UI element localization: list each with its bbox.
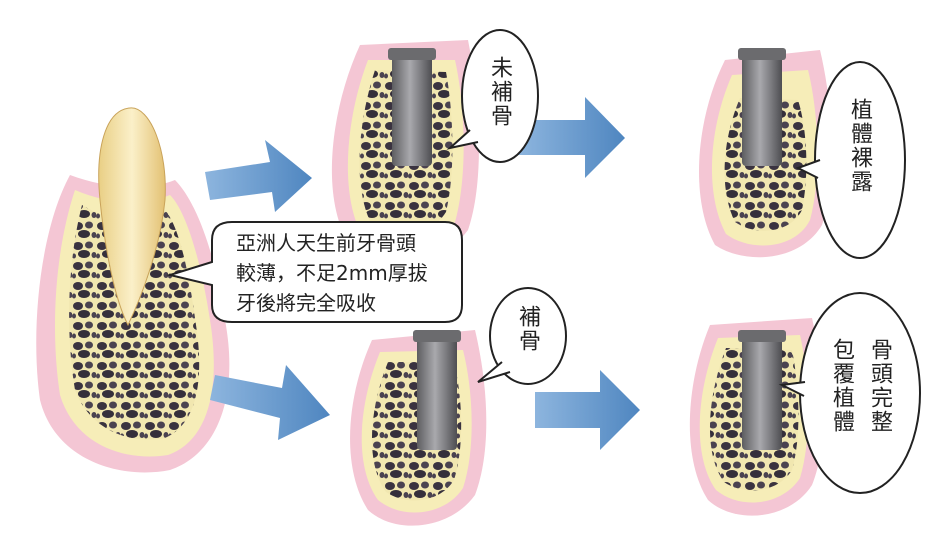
implant-exposed-illustration <box>698 48 832 258</box>
implant-covered-illustration <box>689 318 824 516</box>
callout-main-bubble <box>166 221 463 323</box>
callout-graft-text: 補骨 <box>515 305 540 353</box>
arrow-to-no-graft <box>205 140 312 212</box>
callout-main-line1: 亞洲人天生前牙骨頭 <box>236 231 416 255</box>
implant-no-graft-illustration <box>331 40 479 262</box>
callout-covered-col2: 包覆植體 <box>829 338 854 434</box>
tooth-with-bone-illustration <box>36 107 230 473</box>
callout-no-graft-text: 未補骨 <box>487 56 512 128</box>
callout-exposed-text: 植體裸露 <box>847 98 872 194</box>
arrow-to-exposed <box>518 97 625 178</box>
callout-exposed-bubble <box>795 61 906 259</box>
callout-graft-bubble <box>477 287 567 385</box>
callout-covered-col1: 骨頭完整 <box>867 338 892 434</box>
implant-graft-illustration <box>350 330 487 526</box>
callout-covered-bubble <box>778 292 921 494</box>
arrow-to-covered <box>535 370 640 450</box>
callout-main-line3: 牙後將完全吸收 <box>236 291 376 315</box>
arrow-to-graft <box>210 365 330 440</box>
callout-no-graft-bubble <box>446 29 539 163</box>
callout-main-line2: 較薄，不足2mm厚拔 <box>236 261 428 285</box>
